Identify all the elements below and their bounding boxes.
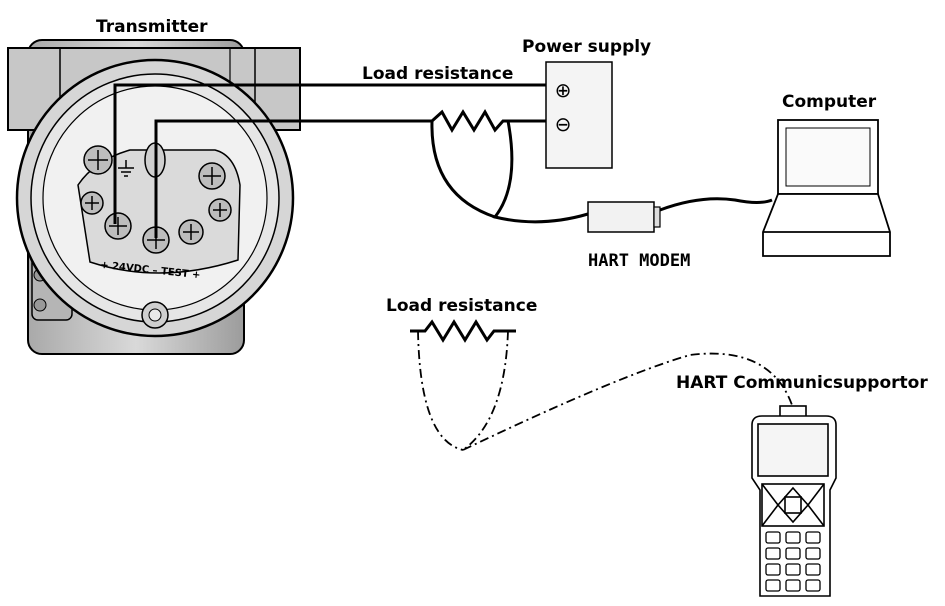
power-supply: ⊕ ⊖ bbox=[545, 61, 613, 169]
wire-modem-computer bbox=[659, 197, 773, 212]
computer-keyboard bbox=[762, 193, 891, 257]
load-resistor-bottom bbox=[410, 319, 516, 343]
load-resistance-bottom-label: Load resistance bbox=[386, 296, 537, 316]
load-resistor-top bbox=[430, 109, 546, 133]
hart-modem bbox=[587, 201, 661, 233]
dashed-wire-a bbox=[417, 330, 464, 451]
transmitter: + 24VDC – TEST + bbox=[7, 39, 301, 355]
power-supply-plus-symbol: ⊕ bbox=[555, 78, 572, 102]
hart-communicator bbox=[751, 405, 837, 597]
computer-label: Computer bbox=[782, 92, 877, 112]
dashed-wire-b bbox=[462, 330, 509, 451]
wire-to-modem-b bbox=[492, 120, 589, 224]
dashed-wire-to-communicator bbox=[462, 352, 793, 451]
communicator-keypad bbox=[765, 531, 821, 592]
transmitter-label: Transmitter bbox=[96, 17, 208, 37]
solid-wires bbox=[113, 83, 773, 238]
wire-positive bbox=[113, 83, 546, 224]
power-supply-minus-symbol: ⊖ bbox=[555, 112, 572, 136]
computer bbox=[762, 119, 891, 257]
wire-to-modem-a bbox=[430, 120, 496, 219]
communicator-screen bbox=[757, 423, 829, 477]
hart-modem-label: HART MODEM bbox=[588, 251, 690, 271]
wire-negative bbox=[154, 119, 432, 238]
ground-symbol bbox=[118, 160, 134, 177]
power-supply-label: Power supply bbox=[522, 37, 651, 57]
dashed-wires bbox=[417, 330, 793, 451]
hart-modem-body bbox=[587, 201, 655, 233]
terminal-screws bbox=[80, 145, 232, 254]
load-resistance-top-label: Load resistance bbox=[362, 64, 513, 84]
power-supply-box bbox=[545, 61, 613, 169]
hart-communicator-label: HART Communicsupportor bbox=[676, 373, 928, 393]
